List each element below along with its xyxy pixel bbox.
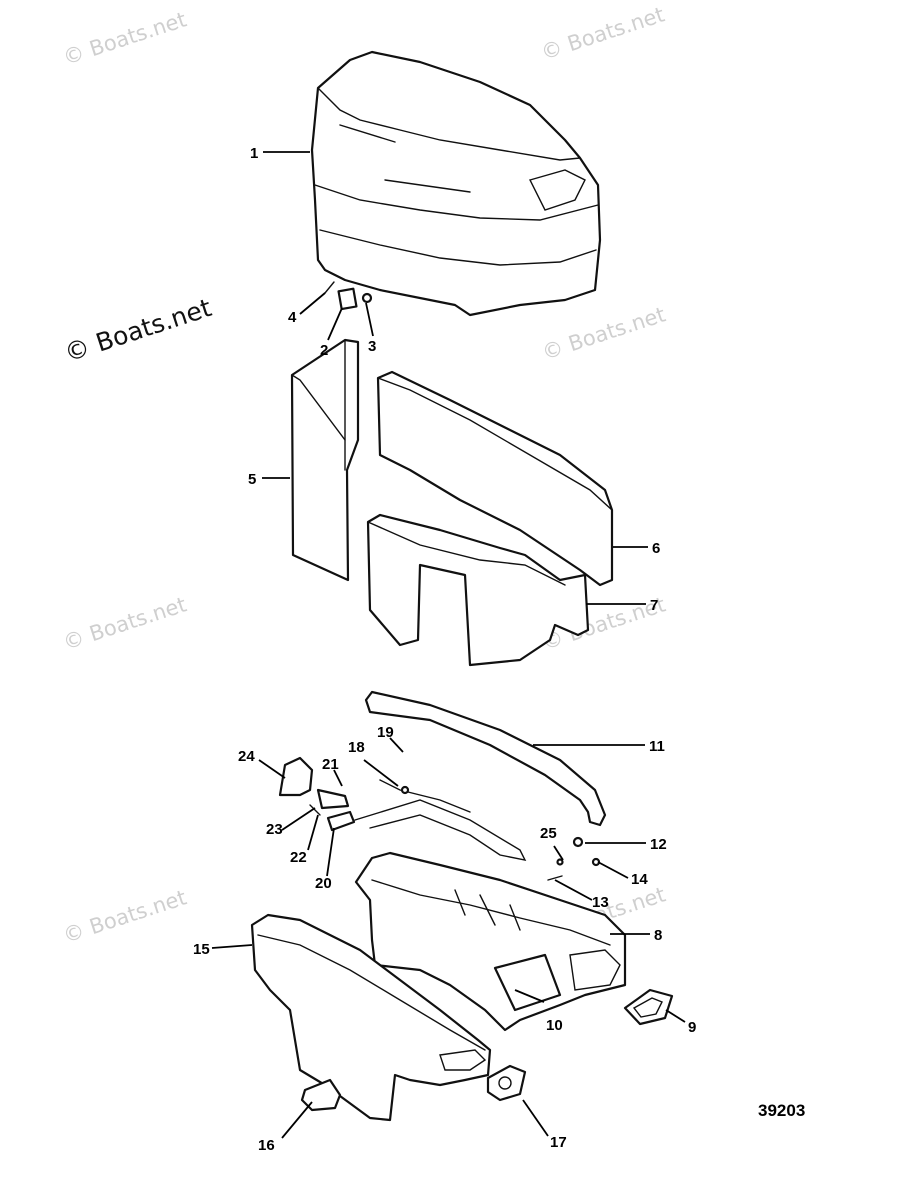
part-bracket [493,953,562,1012]
callout-14: 14 [631,871,648,888]
callout-17: 17 [550,1134,567,1151]
part-latch-assembly [278,756,527,861]
part-grommet-left [300,1078,342,1112]
watermark-mid-left: © Boats.net [60,592,189,654]
callout-12: 12 [650,836,667,853]
part-grommet-right [623,988,674,1026]
callout-5: 5 [248,471,256,488]
callout-10: 10 [546,1017,563,1034]
leader-lines [211,151,686,1139]
watermark-mid-right: © Boats.net [539,302,668,364]
callout-25: 25 [540,825,557,842]
callout-18: 18 [348,739,365,756]
part-lower-front-cover [250,913,492,1122]
callout-11: 11 [649,738,665,755]
callout-8: 8 [654,927,662,944]
watermark-top-left: © Boats.net [60,7,189,69]
part-top-cowl [310,50,602,317]
watermark-main: © Boats.net [61,293,215,368]
callout-1: 1 [250,145,258,162]
part-side-panel [290,338,360,582]
part-grommet-bottom [486,1064,527,1102]
callout-23: 23 [266,821,283,838]
figure-number: 39203 [758,1101,805,1120]
callout-2: 2 [320,342,328,359]
callout-19: 19 [377,724,394,741]
part-u-pad [366,513,590,667]
callout-21: 21 [322,756,339,773]
callout-22: 22 [290,849,307,866]
callout-13: 13 [592,894,609,911]
callout-24: 24 [238,748,255,765]
callout-3: 3 [368,338,376,355]
part-small-hardware-right [547,836,601,881]
callout-6: 6 [652,540,660,557]
watermark-top-right: © Boats.net [538,2,667,64]
callout-labels: 1 2 3 4 5 6 7 8 9 10 11 12 13 14 15 16 1… [193,145,696,1154]
part-seal-strip [364,690,607,827]
callout-16: 16 [258,1137,275,1154]
watermark-bottom-left: © Boats.net [60,885,189,947]
callout-20: 20 [315,875,332,892]
part-lower-tray [354,851,627,1032]
callout-9: 9 [688,1019,696,1036]
part-small-hardware-upper [324,281,373,311]
callout-4: 4 [288,309,297,326]
callout-7: 7 [650,597,658,614]
part-large-pad [376,370,614,587]
callout-15: 15 [193,941,210,958]
